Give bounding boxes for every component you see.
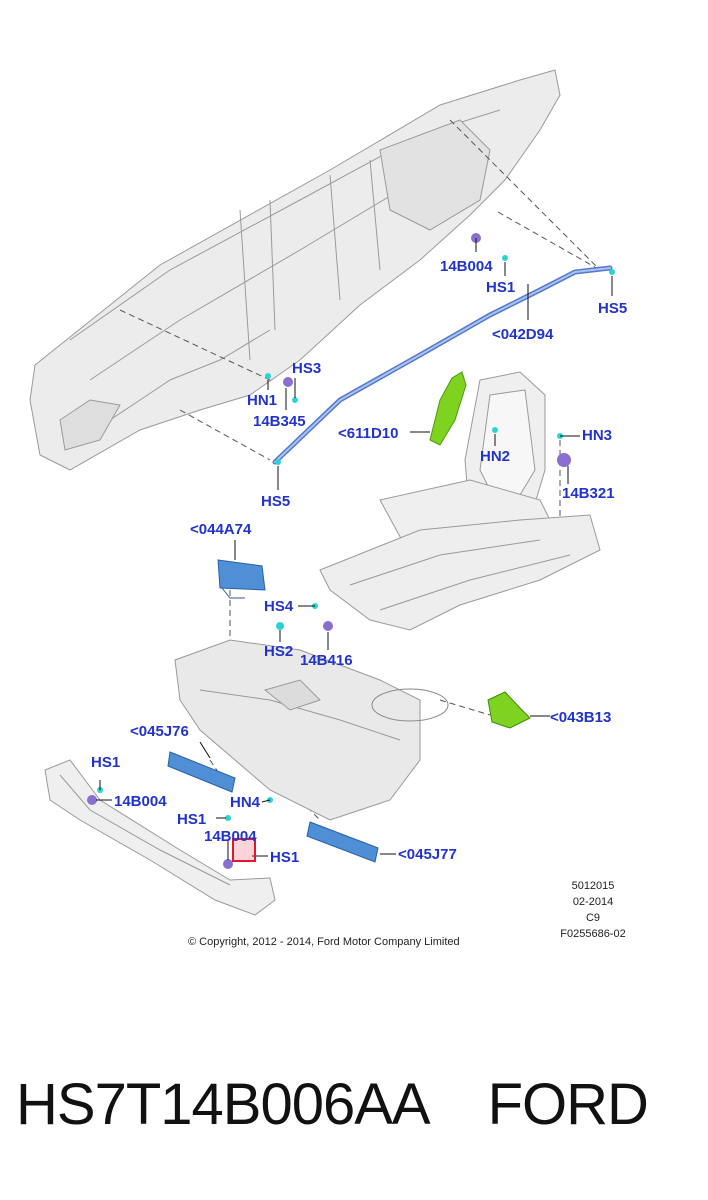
label-hs5-bottom: HS5 — [261, 493, 291, 510]
copyright-text: © Copyright, 2012 - 2014, Ford Motor Com… — [188, 936, 460, 948]
body-side-panel — [29, 69, 561, 471]
label-hs1-top: HS1 — [486, 279, 516, 296]
callout-lines — [96, 238, 613, 860]
ref-line-1: 5012015 — [571, 880, 615, 892]
floor-panel — [319, 514, 601, 631]
part-title: HS7T14B006AA FORD — [16, 1072, 649, 1137]
label-044a74: <044A74 — [190, 521, 252, 538]
label-hs3: HS3 — [292, 360, 322, 377]
highlight-box — [232, 838, 256, 862]
label-14b004-left: 14B004 — [114, 793, 167, 810]
label-14b004-mid: 14B004 — [204, 828, 257, 845]
brand-name: FORD — [487, 1072, 649, 1137]
part-number: HS7T14B006AA — [16, 1072, 431, 1137]
label-hs1-mid: HS1 — [177, 811, 207, 828]
label-045j76: <045J76 — [130, 723, 189, 740]
knee-airbag — [487, 691, 531, 729]
label-hn1: HN1 — [247, 392, 278, 409]
label-hs4: HS4 — [264, 598, 294, 615]
ref-line-4: F0255686-02 — [560, 928, 626, 940]
label-042d94: <042D94 — [492, 326, 554, 343]
ref-line-2: 02-2014 — [572, 896, 614, 908]
knee-bolster-left — [167, 751, 236, 793]
label-hs5-top: HS5 — [598, 300, 628, 317]
label-14b345: 14B345 — [253, 413, 306, 430]
label-14b004-top: 14B004 — [440, 258, 493, 275]
label-hn3: HN3 — [582, 427, 613, 444]
knee-bolster-right — [306, 821, 379, 863]
passenger-airbag-module — [217, 559, 266, 599]
parts-diagram — [29, 69, 615, 916]
seat-side-airbag — [429, 371, 467, 446]
label-14b416: 14B416 — [300, 652, 353, 669]
label-611d10: <611D10 — [338, 425, 399, 442]
instrument-panel — [174, 639, 449, 821]
label-hn2: HN2 — [480, 448, 511, 465]
label-hs2: HS2 — [264, 643, 294, 660]
ref-line-3: C9 — [585, 912, 601, 924]
label-043b13: <043B13 — [550, 709, 612, 726]
curtain-airbag — [272, 265, 613, 465]
label-hs1-bottom: HS1 — [270, 849, 300, 866]
label-045j77: <045J77 — [398, 846, 457, 863]
label-14b321: 14B321 — [562, 485, 615, 502]
label-hn4: HN4 — [230, 794, 261, 811]
label-hs1-left: HS1 — [91, 754, 121, 771]
